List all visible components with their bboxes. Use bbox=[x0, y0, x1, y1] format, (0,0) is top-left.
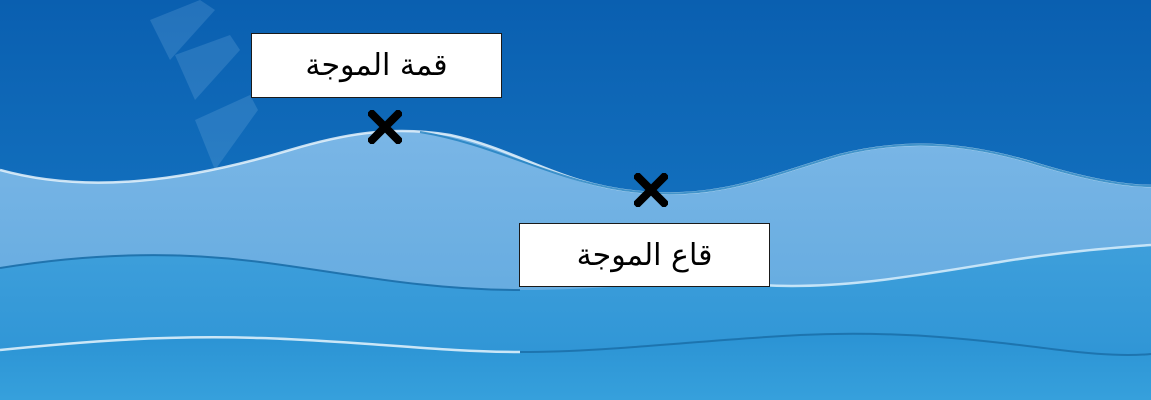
lower-wave-dark-line bbox=[519, 332, 1151, 356]
top-wave-shadow-line bbox=[419, 131, 1151, 195]
lower-wave-light-line bbox=[0, 336, 521, 354]
crest-label: قمة الموجة bbox=[251, 33, 502, 98]
watermark-decoration bbox=[150, 0, 260, 215]
crest-label-text: قمة الموجة bbox=[305, 48, 448, 83]
trough-label: قاع الموجة bbox=[519, 223, 770, 287]
x-mark-icon bbox=[368, 110, 402, 144]
lower-wave-band bbox=[0, 333, 1151, 400]
middle-wave-light-line bbox=[759, 243, 1151, 288]
trough-label-text: قاع الموجة bbox=[576, 237, 713, 273]
x-mark-icon bbox=[634, 173, 668, 207]
middle-wave-dark-line bbox=[0, 254, 521, 291]
